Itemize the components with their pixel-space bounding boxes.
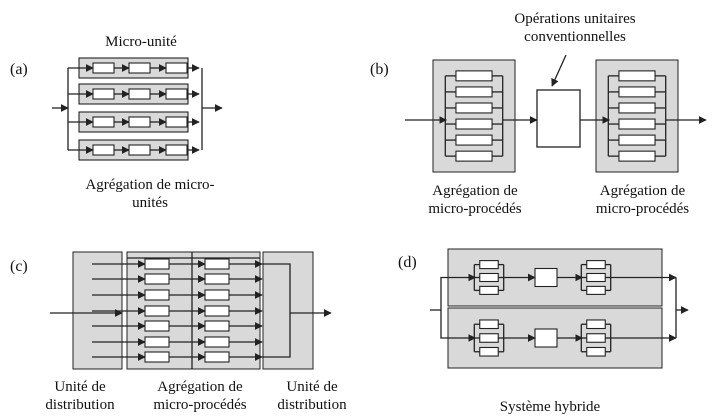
c-micro-process-cell bbox=[204, 351, 230, 363]
b-left-aggregation-cell bbox=[455, 86, 493, 98]
d-lower-first-aggregation-cell bbox=[479, 346, 499, 357]
left-distribution-label-line1: Unité de bbox=[54, 379, 106, 395]
d-upper-conventional-unit bbox=[534, 267, 558, 288]
b-left-aggregation-cell bbox=[455, 118, 493, 130]
d-split-upper bbox=[440, 276, 448, 310]
a-micro-unit-cell bbox=[128, 144, 151, 156]
c-micro-process-cell bbox=[144, 351, 170, 363]
right-distribution-label-line2: distribution bbox=[277, 397, 347, 413]
a-micro-unit-cell bbox=[92, 62, 115, 74]
d-upper-first-aggregation-cell bbox=[479, 285, 499, 295]
a-micro-unit-cell bbox=[92, 144, 115, 156]
c-micro-process-cell bbox=[144, 273, 170, 285]
b-right-aggregation-cell bbox=[618, 102, 656, 114]
hybrid-system-caption: Système hybride bbox=[499, 399, 601, 415]
right-process-aggregation-label-line2: micro-procédés bbox=[595, 201, 690, 217]
a-micro-unit-cell bbox=[165, 62, 188, 74]
c-micro-process-cell bbox=[204, 258, 230, 270]
c-micro-process-cell bbox=[204, 305, 230, 317]
right-process-aggregation-label-line1: Agrégation de bbox=[599, 183, 686, 199]
a-micro-unit-cell bbox=[165, 116, 188, 128]
panel-b-tag: (b) bbox=[370, 61, 389, 78]
c-micro-process-cell bbox=[144, 305, 170, 317]
d-upper-second-aggregation-cell bbox=[586, 272, 606, 283]
d-upper-second-aggregation-cell bbox=[586, 260, 606, 270]
d-split-lower bbox=[440, 310, 448, 339]
middle-process-aggregation-label-line1: Agrégation de bbox=[157, 379, 243, 395]
a-micro-unit-cell bbox=[165, 88, 188, 100]
c-micro-process-cell bbox=[204, 289, 230, 301]
c-micro-process-cell bbox=[204, 336, 230, 348]
b-left-aggregation-cell bbox=[455, 102, 493, 114]
c-micro-process-cell bbox=[144, 320, 170, 332]
b-left-aggregation-cell bbox=[455, 150, 493, 162]
left-process-aggregation-label-line2: micro-procédés bbox=[428, 201, 522, 217]
c-micro-process-cell bbox=[144, 258, 170, 270]
micro-unit-label: Micro-unité bbox=[105, 34, 177, 50]
left-process-aggregation-label-line1: Agrégation de bbox=[432, 183, 518, 199]
panel-d-tag: (d) bbox=[398, 254, 417, 271]
a-micro-unit-cell bbox=[128, 88, 151, 100]
d-lower-first-aggregation-cell bbox=[479, 333, 499, 343]
unit-aggregation-label-line2: unités bbox=[132, 195, 168, 211]
c-micro-process-cell bbox=[144, 289, 170, 301]
panel-a-tag: (a) bbox=[10, 61, 28, 78]
conventional-operations-label-line1: Opérations unitaires bbox=[514, 11, 636, 27]
d-upper-first-aggregation-cell bbox=[479, 260, 499, 270]
a-micro-unit-cell bbox=[165, 144, 188, 156]
b-callout-arrow bbox=[551, 54, 567, 87]
right-distribution-label-line1: Unité de bbox=[286, 379, 338, 395]
panel-c-tag: (c) bbox=[10, 258, 28, 275]
b-left-aggregation-cell bbox=[455, 70, 493, 82]
d-lower-second-aggregation-cell bbox=[586, 333, 606, 343]
c-right-distribution-unit bbox=[262, 251, 314, 370]
d-upper-first-aggregation-cell bbox=[479, 272, 499, 283]
b-right-aggregation-cell bbox=[618, 134, 656, 146]
c-collector-bracket bbox=[262, 263, 291, 358]
b-left-aggregation-cell bbox=[455, 134, 493, 146]
c-micro-process-cell bbox=[144, 336, 170, 348]
b-right-aggregation-cell bbox=[618, 86, 656, 98]
d-lower-second-aggregation-cell bbox=[586, 346, 606, 357]
left-distribution-label-line2: distribution bbox=[45, 397, 115, 413]
a-micro-unit-cell bbox=[92, 116, 115, 128]
a-micro-unit-cell bbox=[128, 116, 151, 128]
unit-aggregation-label-line1: Agrégation de micro- bbox=[85, 177, 215, 193]
d-lower-first-aggregation-cell bbox=[479, 319, 499, 330]
d-upper-second-aggregation-cell bbox=[586, 285, 606, 295]
c-micro-process-cell bbox=[204, 320, 230, 332]
b-right-aggregation-cell bbox=[618, 70, 656, 82]
d-lower-second-aggregation-cell bbox=[586, 319, 606, 330]
b-conventional-operation-box bbox=[536, 89, 581, 148]
middle-process-aggregation-label-line2: micro-procédés bbox=[153, 397, 247, 413]
b-right-aggregation-cell bbox=[618, 150, 656, 162]
b-right-aggregation-cell bbox=[618, 118, 656, 130]
a-micro-unit-cell bbox=[92, 88, 115, 100]
a-micro-unit-cell bbox=[128, 62, 151, 74]
c-micro-process-cell bbox=[204, 273, 230, 285]
d-lower-conventional-unit bbox=[534, 328, 558, 348]
conventional-operations-label-line2: conventionnelles bbox=[524, 29, 626, 45]
